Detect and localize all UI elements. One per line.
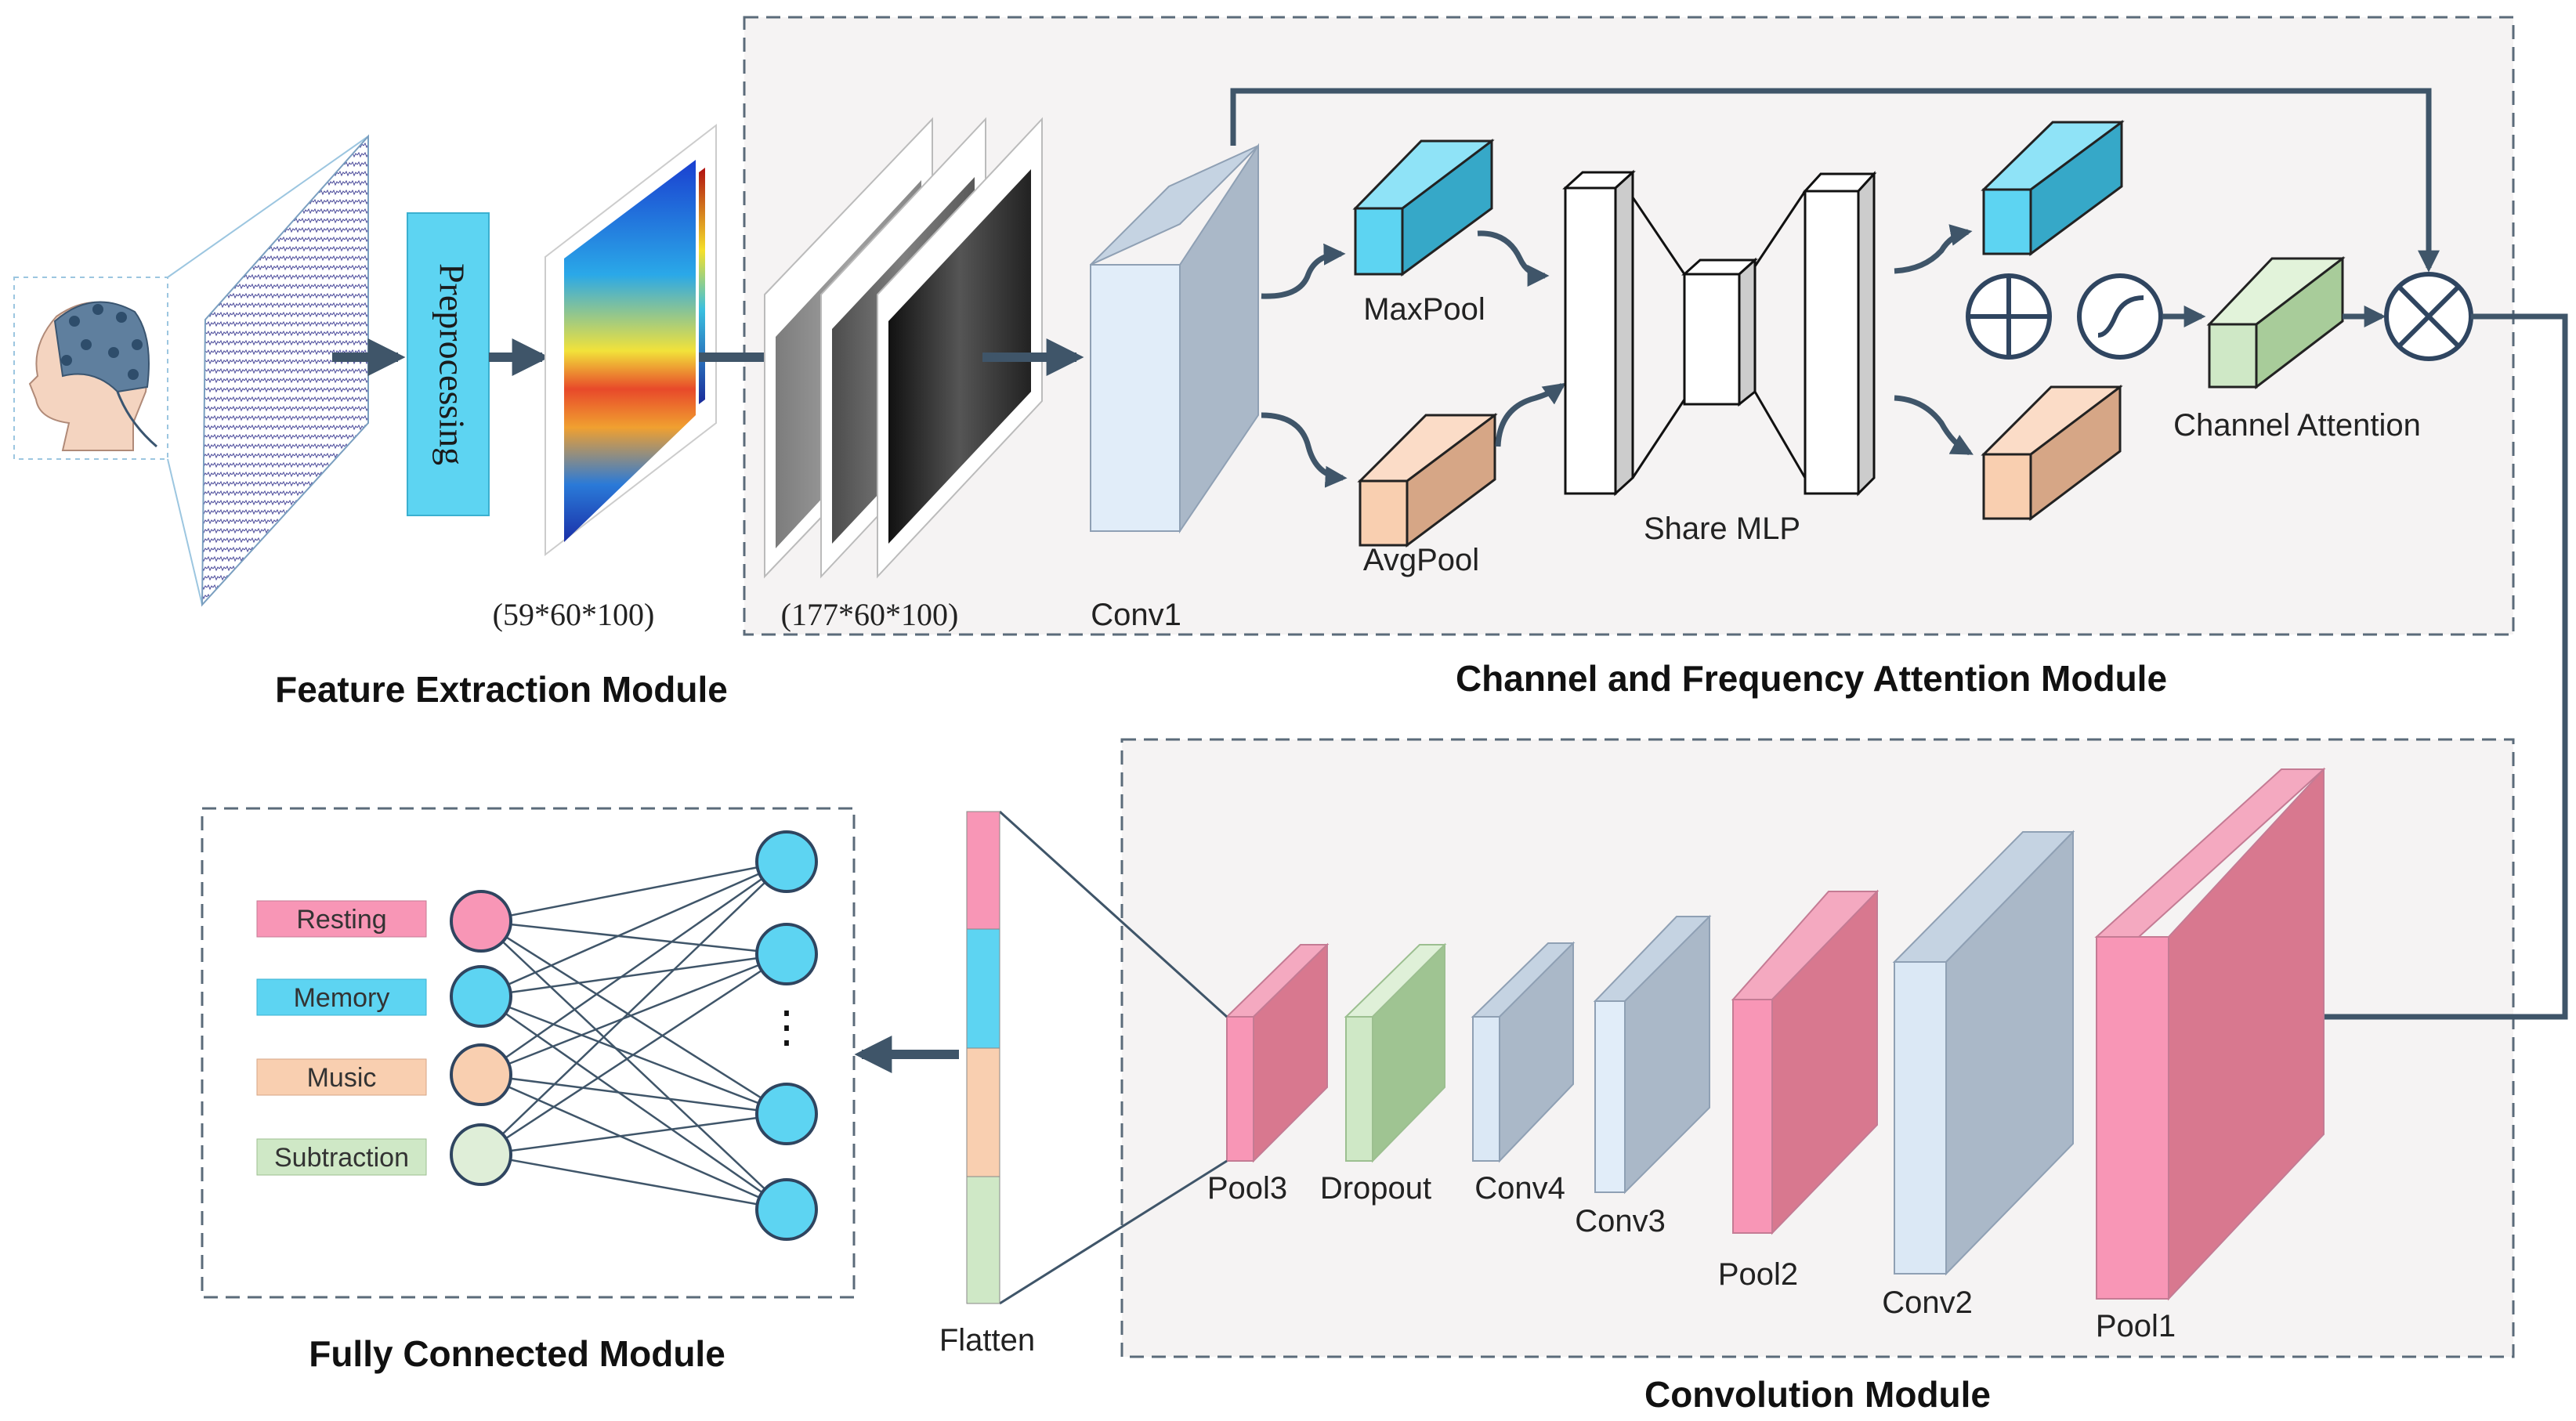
output-nodes [755, 830, 818, 1241]
pool2-label: Pool2 [1718, 1257, 1798, 1292]
dropout-label: Dropout [1320, 1171, 1431, 1206]
preprocessing-box [407, 212, 490, 516]
conv1-block [1090, 143, 1259, 534]
spectrogram-stack-icon [764, 117, 1043, 579]
multiply-icon [2384, 272, 2473, 361]
arrow-avgpool-mlp [1495, 382, 1566, 447]
conv2-label: Conv2 [1882, 1285, 1973, 1320]
share-mlp-block [1562, 169, 1877, 497]
channel-attention-label: Channel Attention [2173, 408, 2421, 443]
attention-to-conv-arrow [2258, 313, 2568, 1028]
node-subtraction [450, 1123, 512, 1186]
sigmoid-icon [2077, 273, 2163, 360]
preprocessing-label: Preprocessing [432, 263, 472, 465]
feature-extraction-title: Feature Extraction Module [275, 669, 728, 710]
add-icon [1966, 273, 2052, 360]
pool3-label: Pool3 [1207, 1171, 1287, 1206]
output-node [755, 1178, 818, 1241]
input-nodes [450, 890, 512, 1186]
output-node [755, 1083, 818, 1145]
pool2-block [1731, 889, 1880, 1235]
conv2-block [1892, 830, 2075, 1276]
skip-connection-arrow [1230, 88, 2440, 273]
pool1-label: Pool1 [2096, 1309, 2176, 1343]
stack-dim-label: (177*60*100) [781, 597, 959, 632]
attention-module-title: Channel and Frequency Attention Module [1456, 658, 2167, 699]
pool1-block [2094, 767, 2326, 1301]
output-node [755, 923, 818, 985]
node-memory [450, 965, 512, 1028]
pool3-block [1225, 942, 1330, 1163]
share-mlp-label: Share MLP [1644, 512, 1800, 546]
conv1-label: Conv1 [1091, 598, 1181, 632]
avgpool-block [1357, 413, 1498, 548]
class-label-subtraction: Subtraction [274, 1143, 409, 1173]
fully-connected-title: Fully Connected Module [309, 1333, 725, 1374]
conv3-block [1593, 914, 1712, 1195]
arrow-mlp-top [1894, 224, 1973, 274]
class-label-resting: Resting [296, 905, 386, 935]
flatten-vector [966, 811, 1000, 1304]
eeg-head-icon [13, 277, 168, 460]
arrow-mlp-bottom [1894, 395, 1974, 456]
conv3-label: Conv3 [1575, 1204, 1666, 1238]
arrow-conv1-avgpool [1261, 412, 1348, 488]
node-resting [450, 890, 512, 953]
output-node [755, 830, 818, 893]
convolution-module-title: Convolution Module [1644, 1374, 1991, 1415]
node-music [450, 1043, 512, 1106]
arrow-conv1-maxpool [1261, 243, 1346, 299]
channel-attention-block [2206, 255, 2346, 390]
output-ellipsis: ⋮ [765, 1002, 809, 1051]
class-legend [256, 900, 427, 1176]
spectrogram-icon [545, 123, 717, 557]
conv4-label: Conv4 [1474, 1171, 1565, 1206]
maxpool-block [1352, 138, 1495, 277]
avgpool-label: AvgPool [1363, 543, 1479, 577]
fc-connections [480, 860, 787, 1211]
dropout-block [1344, 942, 1447, 1163]
mlp-out-peach-block [1981, 384, 2123, 522]
conv4-block [1471, 941, 1576, 1163]
class-label-music: Music [307, 1063, 377, 1093]
maxpool-label: MaxPool [1363, 292, 1485, 327]
class-label-memory: Memory [294, 983, 390, 1013]
arrow-maxpool-mlp [1477, 230, 1550, 287]
flatten-label: Flatten [939, 1323, 1035, 1358]
spectrogram-dim-label: (59*60*100) [493, 597, 655, 632]
eeg-signal-icon [201, 134, 369, 607]
mlp-out-cyan-block [1981, 120, 2125, 256]
